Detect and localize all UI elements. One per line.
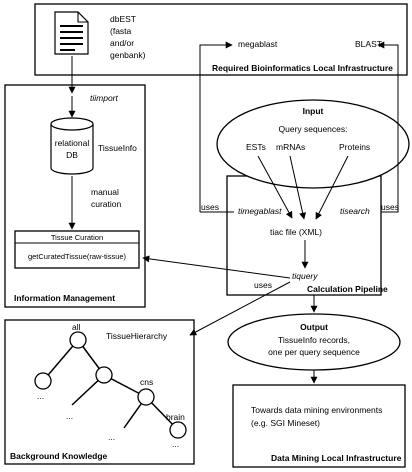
get-curated-tissue-method: getCuratedTissue(raw-tissue)	[28, 252, 127, 261]
document-icon	[54, 11, 89, 55]
relational-db-label: DB	[66, 150, 78, 160]
tree-ellipsis: ...	[108, 432, 115, 442]
tiquery-label: tiquery	[292, 271, 318, 281]
tree-ellipsis: ...	[172, 439, 179, 449]
data-mining-box	[232, 384, 406, 468]
background-knowledge-title: Background Knowledge	[10, 451, 108, 461]
data-mining-title: Data Mining Local Infrastructure	[271, 453, 402, 463]
connectors	[68, 41, 399, 384]
input-ellipse	[216, 99, 410, 189]
calculation-pipeline-title: Calculation Pipeline	[307, 284, 388, 294]
dbest-label-format: genbank)	[110, 50, 146, 60]
tiimport-label: tiimport	[90, 93, 119, 103]
output-title: Output	[300, 322, 328, 332]
tissue-hierarchy-tree	[34, 331, 187, 439]
dbest-label: dbEST	[110, 14, 136, 24]
uses-right-label: uses	[381, 202, 399, 212]
output-line-1: TissueInfo records,	[278, 335, 350, 345]
tree-label-cns: cns	[140, 377, 153, 387]
calculation-pipeline-box	[226, 175, 382, 296]
required-infrastructure-title: Required Bioinformatics Local Infrastruc…	[212, 63, 393, 73]
input-title: Input	[303, 106, 324, 116]
tree-node	[34, 372, 52, 390]
arrow-uses-megablast	[199, 41, 233, 212]
manual-curation-label: curation	[91, 199, 122, 209]
required-infrastructure-box	[34, 3, 408, 76]
tissue-curation-title: Tissue Curation	[51, 233, 103, 242]
uses-left-label: uses	[201, 202, 219, 212]
data-mining-line-1: Towards data mining environments	[251, 405, 382, 415]
ests-label: ESTs	[246, 142, 266, 152]
uses-bottom-label: uses	[254, 280, 272, 290]
background-knowledge-box	[4, 319, 195, 465]
tisearch-label: tisearch	[340, 206, 370, 216]
tree-node-all	[69, 331, 87, 349]
mrnas-label: mRNAs	[276, 142, 305, 152]
output-line-2: one per query sequence	[268, 347, 360, 357]
arrow-proteins	[315, 155, 349, 220]
tissueinfo-label: TissueInfo	[98, 143, 137, 153]
query-sequences-label: Query sequences:	[279, 124, 348, 134]
information-management-box	[4, 84, 146, 308]
blast-label: BLAST	[355, 39, 382, 49]
arrow-mrnas	[289, 155, 307, 220]
dbest-label-format: (fasta	[110, 26, 132, 36]
data-mining-line-2: (e.g. SGI Mineset)	[251, 418, 320, 428]
relational-db-label: relational	[55, 138, 90, 148]
megablast-label: megablast	[238, 39, 278, 49]
tree-label-brain: brain	[166, 412, 185, 422]
arrow-ests	[257, 155, 293, 219]
proteins-label: Proteins	[339, 142, 370, 152]
tree-label-all: all	[72, 322, 81, 332]
tree-node	[95, 366, 113, 384]
tiac-file-label: tiac file (XML)	[270, 227, 322, 237]
tissue-hierarchy-label: TissueHierarchy	[106, 331, 168, 341]
arrow-uses-blast	[377, 41, 399, 213]
arrow-tiquery-to-hierarchy	[189, 281, 291, 336]
database-cylinder-icon	[50, 117, 94, 175]
arrow-tiquery-to-curation	[142, 255, 291, 279]
tree-node-cns	[137, 388, 155, 406]
timegablast-label: timegablast	[238, 206, 282, 216]
tree-ellipsis: ...	[66, 411, 73, 421]
tree-ellipsis: ...	[37, 391, 44, 401]
tree-node-brain	[169, 421, 187, 439]
manual-curation-label: manual	[91, 187, 119, 197]
information-management-title: Information Management	[14, 293, 115, 303]
dbest-label-format: and/or	[110, 38, 134, 48]
tissue-curation-box	[14, 230, 140, 269]
